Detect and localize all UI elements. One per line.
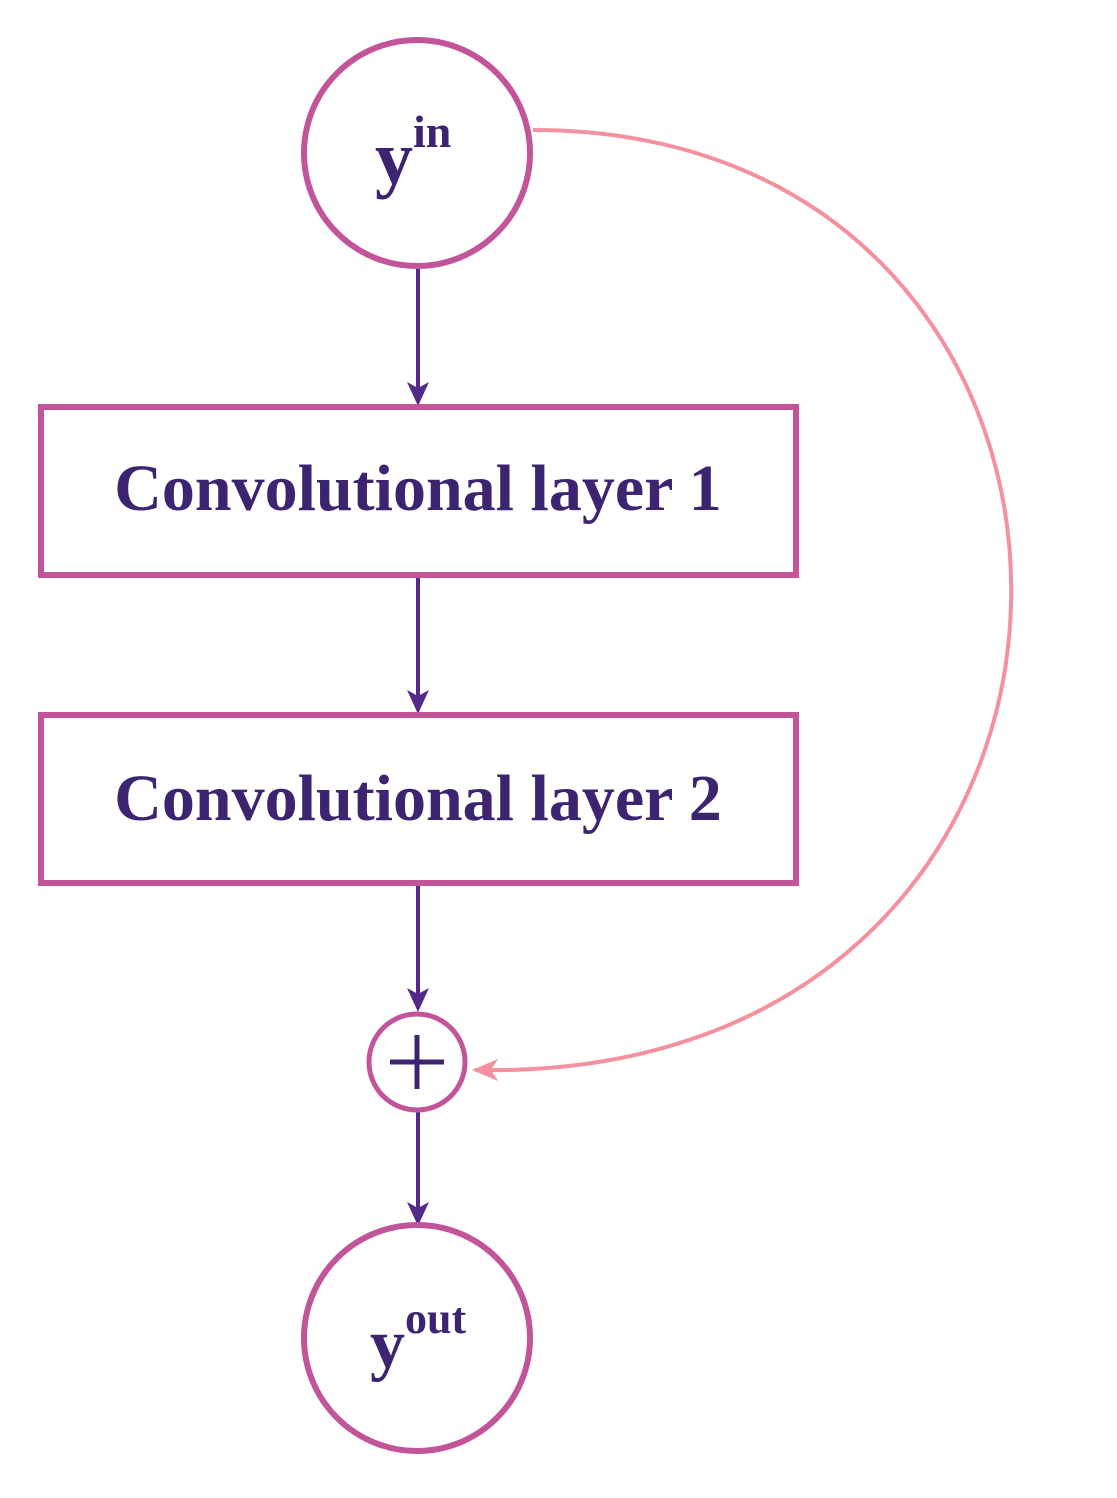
input-node-circle	[301, 37, 533, 269]
input-node: yin	[301, 37, 533, 269]
output-node-superscript: out	[405, 1294, 466, 1343]
output-node-base: y	[370, 1306, 405, 1383]
conv-layer-2-box: Convolutional layer 2	[38, 712, 799, 886]
flow-arrow-layer2-to-sum	[407, 885, 429, 1012]
output-node-label: yout	[370, 1294, 466, 1383]
input-node-label: yin	[375, 106, 451, 200]
plus-icon	[390, 1035, 444, 1089]
flow-arrow-layer1-to-layer2	[407, 577, 429, 714]
output-node: yout	[301, 1222, 533, 1454]
input-node-superscript: in	[413, 106, 451, 157]
flow-arrow-sum-to-output	[407, 1110, 429, 1226]
input-node-base: y	[375, 116, 413, 200]
sum-node	[366, 1011, 468, 1113]
conv-layer-2-label: Convolutional layer 2	[114, 762, 722, 835]
skip-connection-arrowhead	[472, 1059, 498, 1081]
conv-layer-1-box: Convolutional layer 1	[38, 404, 799, 578]
skip-connection-arrow	[474, 128, 1014, 1073]
output-node-circle	[301, 1222, 533, 1454]
flow-arrow-input-to-layer1	[407, 268, 429, 406]
conv-layer-1-label: Convolutional layer 1	[114, 452, 722, 525]
